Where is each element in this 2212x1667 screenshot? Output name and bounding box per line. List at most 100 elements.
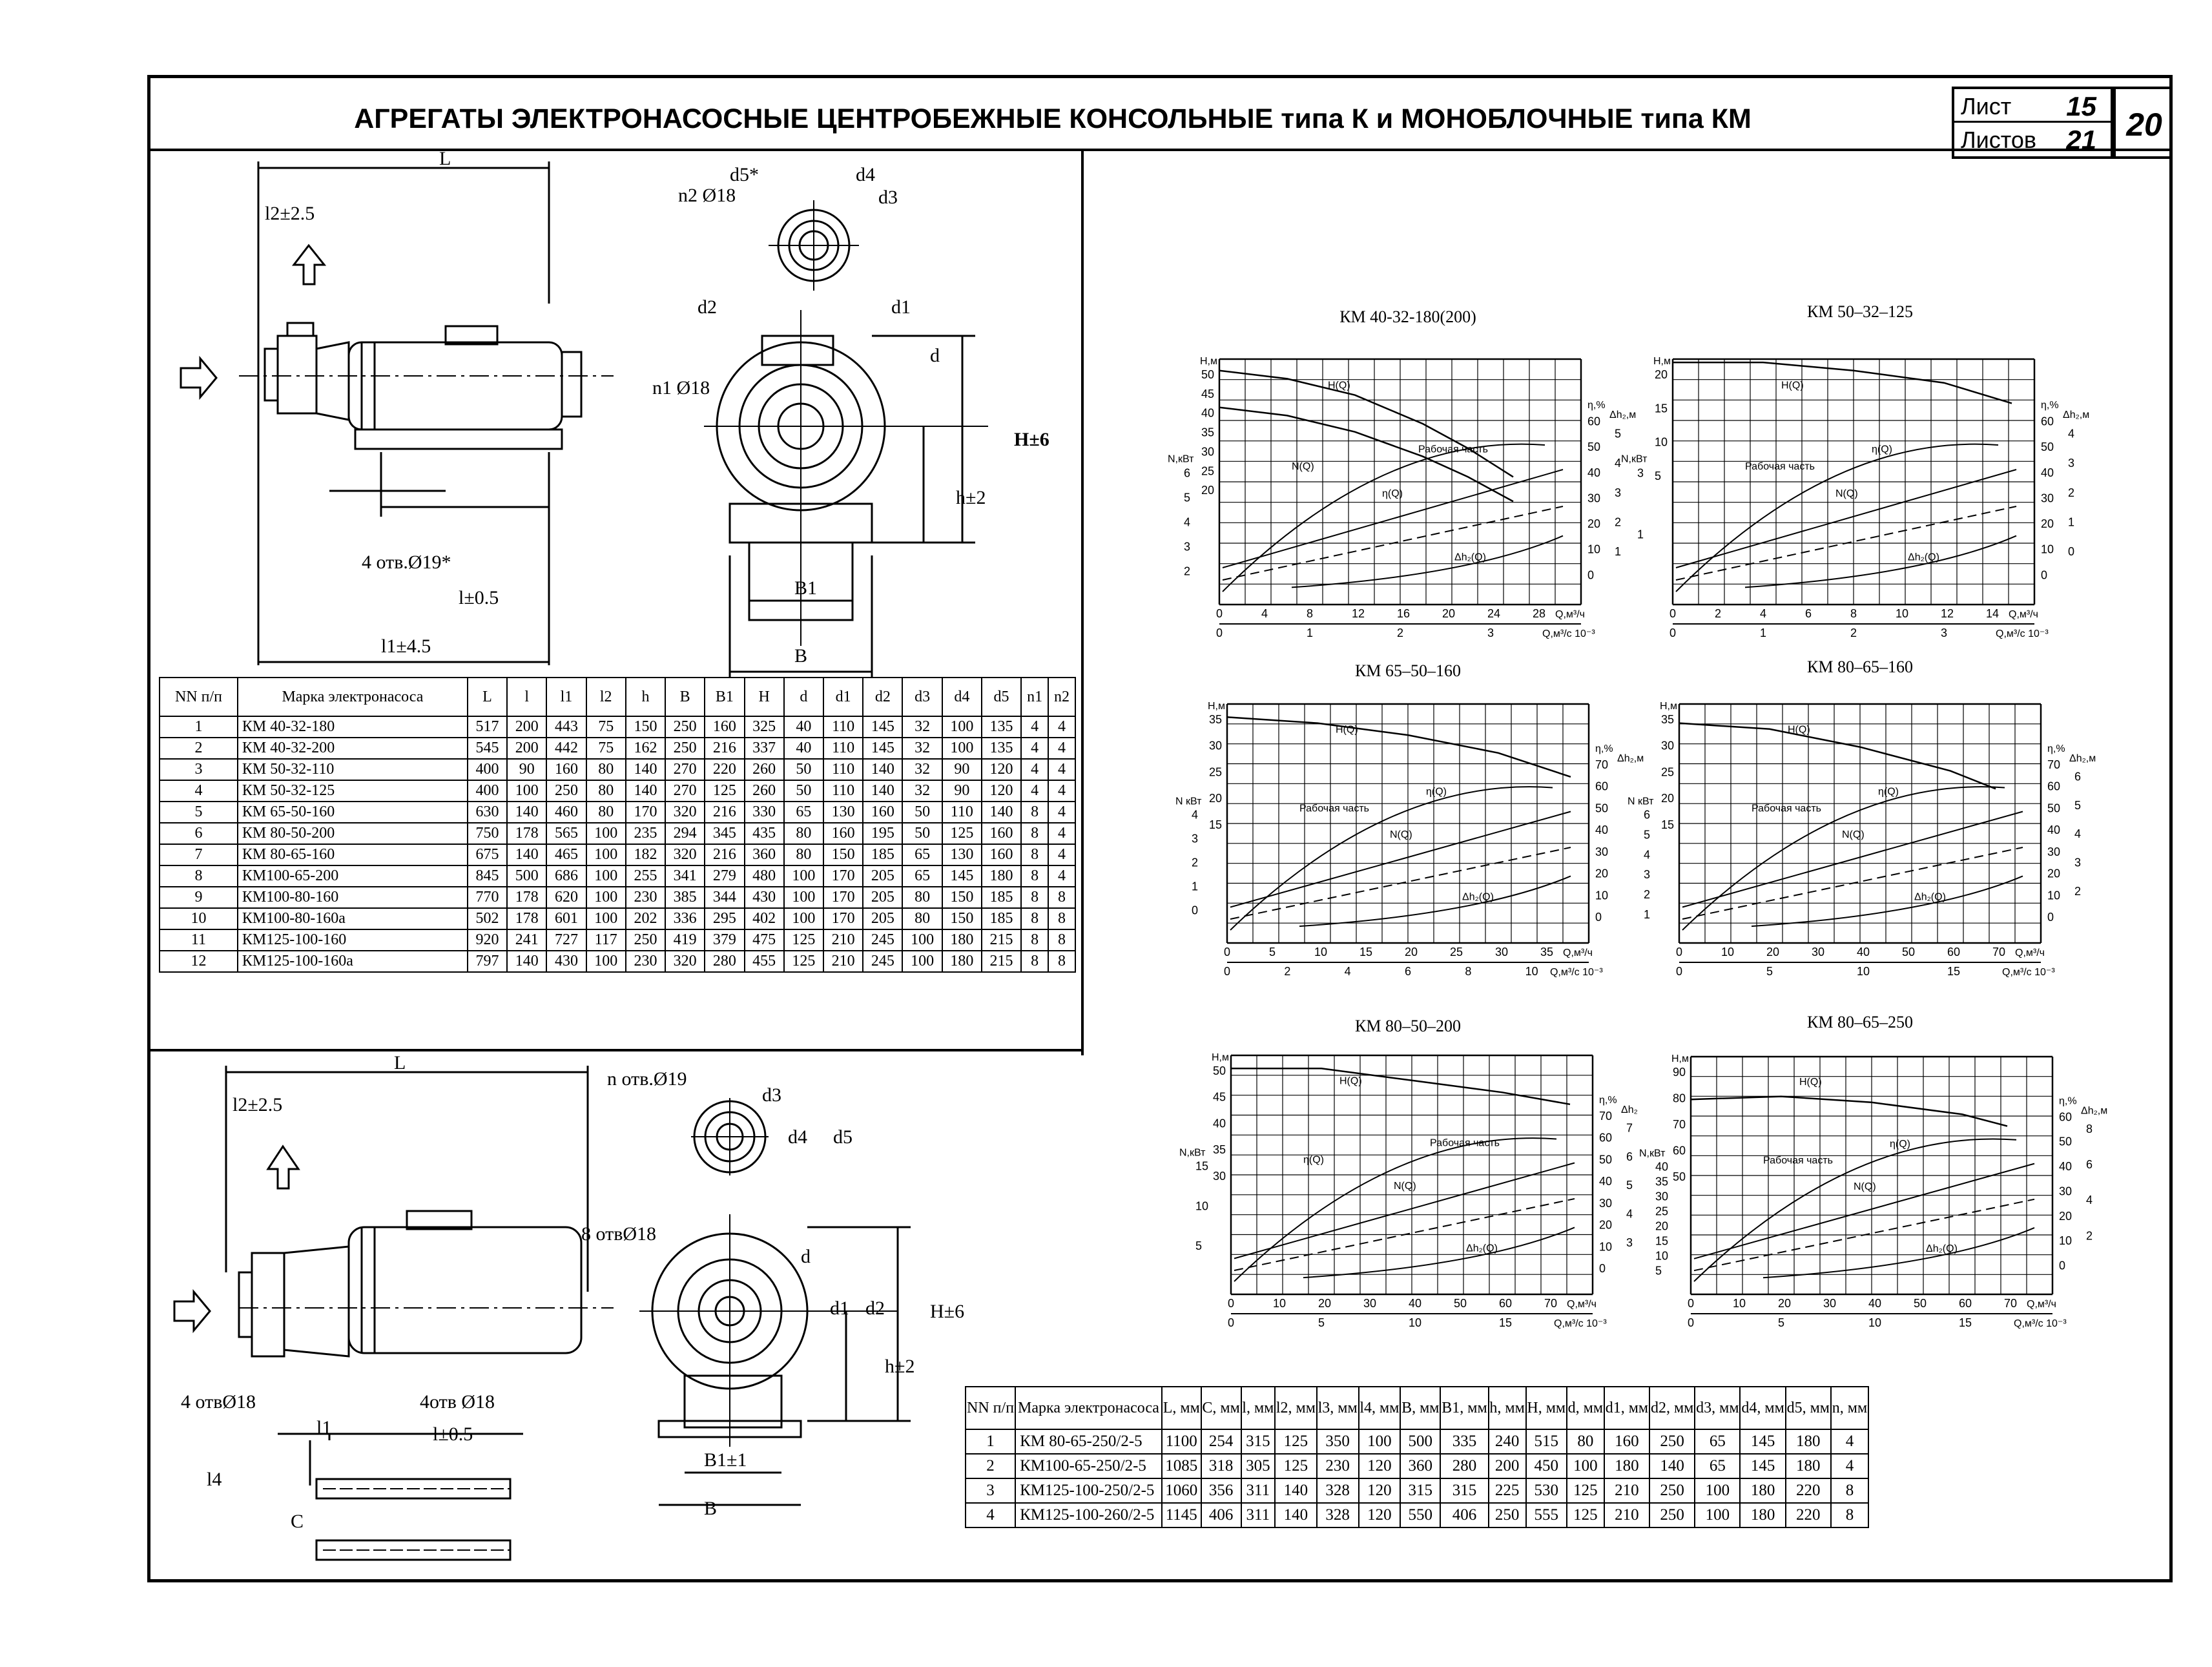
t2-cell: КМ100-65-250/2-5: [1015, 1453, 1163, 1479]
x-tick-label: 30: [1363, 1297, 1376, 1310]
dim2-L: L: [394, 1052, 406, 1073]
y-eff-tick: 10: [1587, 543, 1600, 556]
dim-l2: l2±2.5: [265, 203, 315, 224]
t1-header-14: d4: [941, 677, 982, 717]
y-power-tick: 2: [1644, 888, 1650, 901]
t1-header-17: n2: [1048, 677, 1076, 717]
x2-tick-label: 6: [1405, 965, 1411, 978]
t1-cell: 255: [625, 865, 667, 887]
t1-cell: 8: [1048, 950, 1076, 973]
x-tick-label: 14: [1986, 607, 1999, 620]
x-tick-label: 0: [1688, 1297, 1694, 1310]
y-eff-tick: 30: [1599, 1197, 1612, 1210]
t2-cell: 140: [1274, 1478, 1318, 1504]
t1-cell: 442: [546, 737, 587, 760]
npsh-curve: [1762, 1227, 2035, 1279]
x2-tick-label: 15: [1499, 1316, 1512, 1329]
t1-cell: 4: [1048, 758, 1076, 781]
y-power-tick: 2: [1192, 856, 1198, 869]
y-power-tick: 2: [1184, 564, 1190, 577]
x2-tick-label: 3: [1487, 626, 1494, 639]
x2-tick-label: 5: [1778, 1316, 1784, 1329]
x-tick-label: 20: [1405, 946, 1418, 958]
x-tick-label: 8: [1850, 607, 1857, 620]
n-curve-dashed: [1682, 847, 2023, 920]
x-tick-label: 35: [1540, 946, 1553, 958]
y-left-label: Н,м: [1653, 356, 1671, 367]
y-npsh-label: Δh₂,м: [2069, 753, 2096, 764]
y-power-tick: 3: [1637, 466, 1644, 479]
x2-axis-label: Q,м³/с 10⁻³: [1550, 967, 1603, 978]
curve-label: N(Q): [1854, 1181, 1876, 1192]
dim2-B: B: [704, 1498, 717, 1519]
y-npsh-label: Δh₂,м: [1617, 753, 1644, 764]
t1-cell: 9: [159, 886, 238, 909]
t1-cell: 210: [822, 929, 864, 951]
t1-cell: 80: [585, 780, 626, 802]
t2-cell: 450: [1525, 1453, 1567, 1479]
t1-cell: 205: [862, 865, 904, 887]
t2-cell: 1145: [1161, 1502, 1202, 1528]
npsh-curve: [1744, 535, 2017, 588]
dim-n1: n1 Ø18: [652, 377, 710, 399]
t1-cell: 241: [506, 929, 548, 951]
x2-tick-label: 2: [1850, 626, 1857, 639]
t1-cell: 6: [159, 822, 238, 845]
t1-cell: 185: [862, 844, 904, 866]
t1-cell: КМ 80-50-200: [236, 822, 468, 845]
dim-l1: l1±4.5: [381, 636, 431, 657]
y-eff-tick: 40: [1595, 823, 1608, 836]
t1-cell: 270: [665, 780, 706, 802]
y-eff-tick: 20: [2047, 867, 2060, 880]
t1-cell: 150: [941, 886, 982, 909]
y-left-tick: 40: [1213, 1117, 1226, 1130]
t1-cell: 170: [822, 865, 864, 887]
x-tick-label: 40: [1409, 1297, 1421, 1310]
y-npsh-label: Δh₂,м: [2081, 1105, 2107, 1116]
y-eff-label: η,%: [1599, 1095, 1617, 1106]
x-tick-label: 15: [1359, 946, 1372, 958]
t1-cell: 215: [980, 929, 1022, 951]
t2-cell: 230: [1316, 1453, 1359, 1479]
t2-cell: 65: [1694, 1453, 1741, 1479]
y-left-tick: 30: [1209, 740, 1222, 752]
t2-cell: 2: [964, 1453, 1017, 1479]
t1-cell: 4: [1048, 844, 1076, 866]
t2-header-3: C, мм: [1200, 1386, 1242, 1430]
y-left-tick: 50: [1673, 1170, 1686, 1183]
curve-label: N(Q): [1390, 829, 1412, 840]
t1-cell: 160: [546, 758, 587, 781]
y-npsh-tick: 5: [1615, 428, 1621, 440]
dim2-l1: l1: [316, 1417, 331, 1438]
y-left-tick: 35: [1201, 426, 1214, 439]
dim2-h: h±2: [885, 1356, 915, 1377]
t1-cell: 8: [1020, 822, 1049, 845]
y-eff-tick: 40: [2041, 466, 2054, 479]
x-tick-label: 40: [1857, 946, 1870, 958]
dim2-d2: d2: [865, 1298, 885, 1319]
dim-B: B: [794, 645, 807, 667]
t1-cell: 320: [665, 950, 706, 973]
hq-curve: [1226, 716, 1571, 778]
t2-cell: 4: [1830, 1429, 1870, 1455]
t2-cell: 1: [964, 1429, 1017, 1455]
dim2-n-otv: n отв.Ø19: [607, 1068, 687, 1090]
y-npsh-tick: 1: [1615, 545, 1621, 558]
drawing-frame: [147, 75, 2173, 1582]
t1-header-13: d3: [902, 677, 943, 717]
t1-cell: 465: [546, 844, 587, 866]
y-eff-tick: 60: [2059, 1110, 2072, 1123]
t1-cell: 455: [743, 950, 785, 973]
t1-cell: 379: [704, 929, 745, 951]
t1-cell: 50: [902, 801, 943, 823]
t2-header-0: NN п/п: [964, 1386, 1017, 1430]
t2-cell: 350: [1316, 1429, 1359, 1455]
t2-cell: 356: [1200, 1478, 1242, 1504]
t1-cell: 100: [902, 929, 943, 951]
t1-cell: 185: [980, 907, 1022, 930]
t2-cell: 120: [1358, 1453, 1401, 1479]
t1-cell: 750: [466, 822, 508, 845]
y-npsh-label: Δh₂: [1621, 1104, 1638, 1115]
t2-cell: 220: [1784, 1478, 1832, 1504]
